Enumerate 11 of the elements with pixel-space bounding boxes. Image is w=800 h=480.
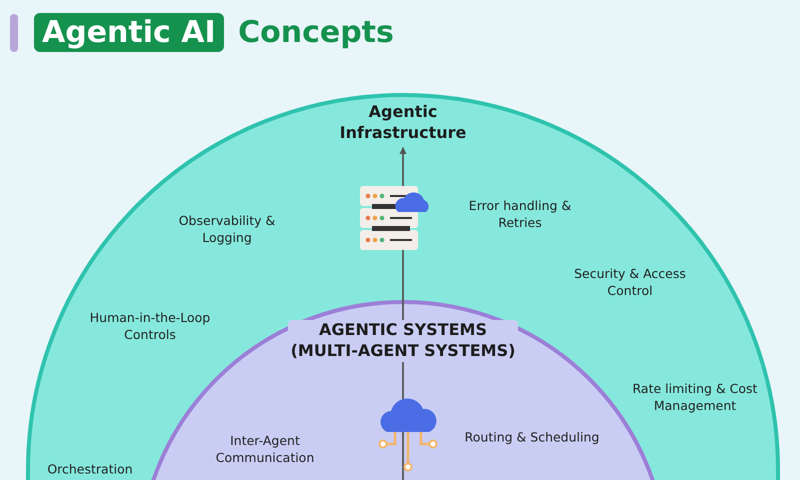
concept-label: Observability & Logging [178, 213, 276, 247]
concept-label: Inter-Agent Communication [214, 433, 316, 467]
concept-label: Security & Access Control [573, 266, 687, 300]
concept-label: Routing & Scheduling [464, 430, 600, 446]
concept-label: Error handling & Retries [468, 198, 572, 232]
layer-heading: AGENTIC SYSTEMS (MULTI-AGENT SYSTEMS) [288, 320, 518, 362]
concept-label: Rate limiting & Cost Management [632, 381, 758, 415]
layer-heading: Agentic Infrastructure [338, 102, 468, 144]
concept-label: Human-in-the-Loop Controls [88, 310, 212, 344]
title: Agentic AI Concepts [34, 10, 394, 56]
concept-label: Orchestration [46, 462, 134, 478]
